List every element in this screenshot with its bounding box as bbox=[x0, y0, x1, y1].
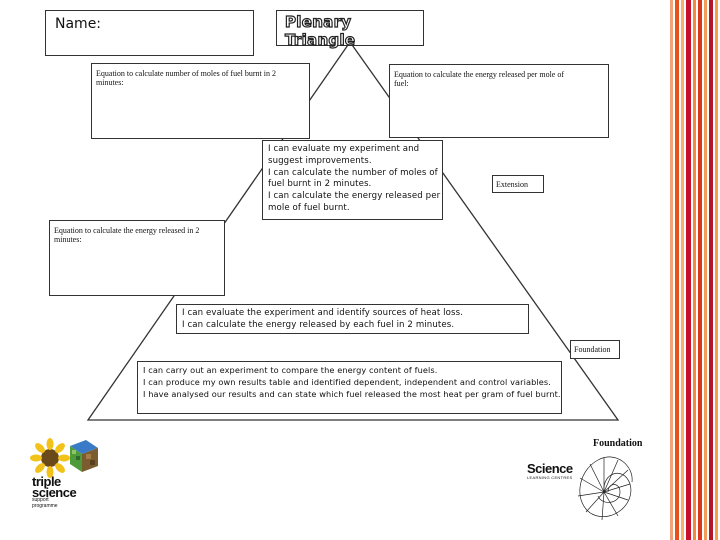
extension-label-box: Extension bbox=[492, 175, 544, 193]
energy-equation-box[interactable]: Equation to calculate the energy release… bbox=[49, 220, 225, 296]
nautilus-shell-icon bbox=[577, 456, 633, 521]
sunflower-cube-icon bbox=[30, 438, 98, 478]
foundation-label-box: Foundation bbox=[570, 340, 620, 359]
name-label: Name: bbox=[55, 16, 102, 32]
extension-statement: I can evaluate my experiment and bbox=[268, 144, 420, 154]
extension-statement: I can calculate the energy released per bbox=[268, 191, 441, 202]
decorative-stripes bbox=[668, 0, 720, 540]
middle-statement: I can calculate the energy released by e… bbox=[182, 319, 455, 330]
foundation-statement: I can produce my own results table and i… bbox=[143, 376, 551, 387]
foundation-statement: I have analysed our results and can stat… bbox=[143, 388, 561, 399]
science-learning-centres-logo: Science LEARNING CENTRES bbox=[527, 462, 573, 480]
extension-statement: fuel burnt in 2 minutes. bbox=[268, 179, 372, 190]
extension-statement: I can calculate the number of moles of bbox=[268, 167, 438, 178]
triple-science-line3: support bbox=[32, 497, 49, 503]
middle-statement: I can evaluate the experiment and identi… bbox=[182, 308, 464, 318]
title-box: Plenary Triangle bbox=[276, 10, 424, 50]
name-field[interactable]: Name: bbox=[45, 10, 254, 56]
slc-name: Science bbox=[527, 461, 573, 476]
foundation-statements-box: I can carry out an experiment to compare… bbox=[137, 361, 562, 414]
foundation-statements: I can carry out an experiment to compare… bbox=[143, 365, 561, 400]
slc-subtitle: LEARNING CENTRES bbox=[527, 475, 573, 480]
middle-statements-box: I can evaluate the experiment and identi… bbox=[176, 304, 529, 334]
energy-equation-line: Equation to calculate the energy release… bbox=[54, 226, 200, 235]
foundation-label: Foundation bbox=[574, 345, 611, 354]
moles-equation-label: Equation to calculate number of moles of… bbox=[96, 69, 276, 87]
energy-equation-line: minutes: bbox=[54, 235, 82, 244]
page-title: Plenary Triangle bbox=[284, 12, 356, 49]
extension-statement: suggest improvements. bbox=[268, 155, 372, 166]
middle-statements: I can evaluate the experiment and identi… bbox=[182, 308, 463, 332]
triple-science-logo: triple science support programme bbox=[32, 474, 77, 509]
moles-equation-box[interactable]: Equation to calculate number of moles of… bbox=[91, 63, 310, 139]
foundation-statement: I can carry out an experiment to compare… bbox=[143, 365, 438, 375]
per-mole-equation-line: Equation to calculate the energy release… bbox=[394, 70, 564, 79]
moles-equation-line: minutes: bbox=[96, 78, 124, 87]
triple-science-line4: programme bbox=[32, 502, 58, 509]
extension-statements: I can evaluate my experiment and suggest… bbox=[268, 144, 440, 215]
per-mole-equation-box[interactable]: Equation to calculate the energy release… bbox=[389, 64, 609, 138]
triple-science-line2: science bbox=[32, 485, 77, 500]
triple-science-line1: triple bbox=[32, 474, 61, 489]
moles-equation-line: Equation to calculate number of moles of… bbox=[96, 69, 276, 78]
extension-statement: mole of fuel burnt. bbox=[268, 202, 350, 213]
per-mole-equation-label: Equation to calculate the energy release… bbox=[394, 70, 564, 88]
per-mole-equation-line: fuel: bbox=[394, 79, 409, 88]
energy-equation-label: Equation to calculate the energy release… bbox=[54, 226, 199, 244]
foundation-caption: Foundation bbox=[593, 438, 643, 449]
extension-label: Extension bbox=[496, 180, 528, 189]
extension-statements-box: I can evaluate my experiment and suggest… bbox=[262, 140, 443, 220]
